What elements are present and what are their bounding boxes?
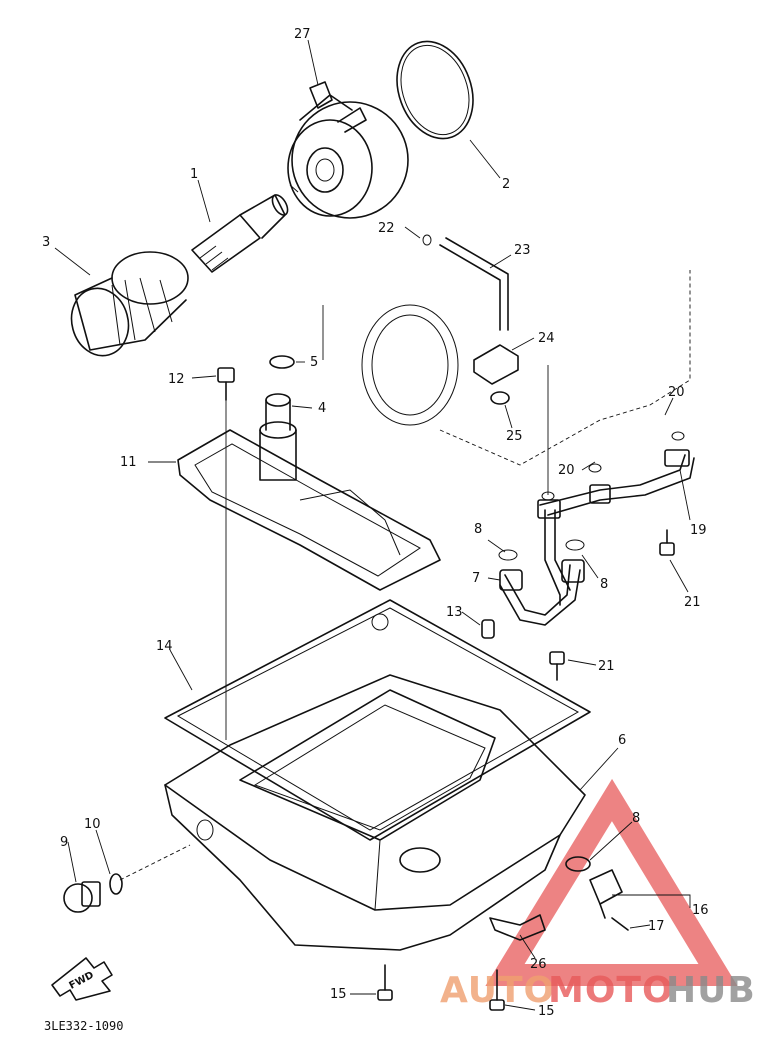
- forward-arrow: FWD: [51, 957, 113, 1001]
- label-26: 26: [530, 957, 547, 972]
- o-ring-large: [396, 40, 474, 140]
- bracket-26: [489, 914, 546, 941]
- bolt-21b: [549, 651, 565, 681]
- label-8a: 8: [474, 522, 482, 537]
- label-5: 5: [310, 355, 318, 370]
- oil-cooler: [287, 81, 409, 219]
- oil-delivery-pipes: [498, 431, 695, 626]
- washer-8c: [565, 856, 591, 872]
- label-21b: 21: [598, 659, 615, 674]
- pipe-stand: [259, 393, 297, 481]
- oil-level-switch: [589, 869, 623, 919]
- label-6: 6: [618, 733, 626, 748]
- label-20b: 20: [558, 463, 575, 478]
- label-27: 27: [294, 27, 311, 42]
- label-24: 24: [538, 331, 555, 346]
- label-15a: 15: [330, 987, 347, 1002]
- dowel-13: [481, 619, 495, 639]
- oil-pipe: [422, 234, 509, 331]
- bolt-15b: [489, 969, 505, 1011]
- fwd-label: FWD: [68, 970, 96, 992]
- diagram-code: 3LE332-1090: [44, 1019, 123, 1033]
- leader-lines: [54, 39, 691, 1011]
- label-8b: 8: [600, 577, 608, 592]
- label-23: 23: [514, 243, 531, 258]
- label-2: 2: [502, 177, 510, 192]
- label-20a: 20: [668, 385, 685, 400]
- label-3: 3: [42, 235, 50, 250]
- label-11: 11: [120, 455, 137, 470]
- label-15b: 15: [538, 1004, 555, 1019]
- label-22: 22: [378, 221, 395, 236]
- watermark-text: AUTO MOTO HUB: [440, 970, 756, 1011]
- label-14: 14: [156, 639, 173, 654]
- crank-outline: [322, 270, 691, 466]
- oil-strainer: [177, 429, 441, 591]
- label-9: 9: [60, 835, 68, 850]
- watermark-auto: AUTO: [440, 970, 555, 1011]
- drain-gasket: [109, 873, 123, 895]
- label-4: 4: [318, 401, 326, 416]
- label-12: 12: [168, 372, 185, 387]
- o-ring-small: [269, 355, 295, 369]
- watermark-hub: HUB: [666, 970, 756, 1011]
- label-21a: 21: [684, 595, 701, 610]
- bolt-21a: [659, 529, 675, 556]
- watermark-moto: MOTO: [548, 970, 674, 1011]
- label-10: 10: [84, 817, 101, 832]
- block-24: [473, 344, 519, 385]
- watermark-logo: [485, 778, 738, 986]
- oil-filter: [70, 251, 189, 357]
- drain-plug: [63, 881, 101, 913]
- label-13: 13: [446, 605, 463, 620]
- washer-25: [490, 391, 510, 405]
- label-1: 1: [190, 167, 198, 182]
- oil-pan-gasket: [164, 599, 591, 841]
- bolt-17: [611, 917, 629, 931]
- bolt-12: [217, 367, 235, 401]
- label-19: 19: [690, 523, 707, 538]
- label-17: 17: [648, 919, 665, 934]
- bolt-15a: [377, 964, 393, 1001]
- label-8c: 8: [632, 811, 640, 826]
- label-7: 7: [472, 571, 480, 586]
- label-16: 16: [692, 903, 709, 918]
- oil-pan: [164, 674, 586, 951]
- union-bolt: [191, 194, 289, 273]
- label-25: 25: [506, 429, 523, 444]
